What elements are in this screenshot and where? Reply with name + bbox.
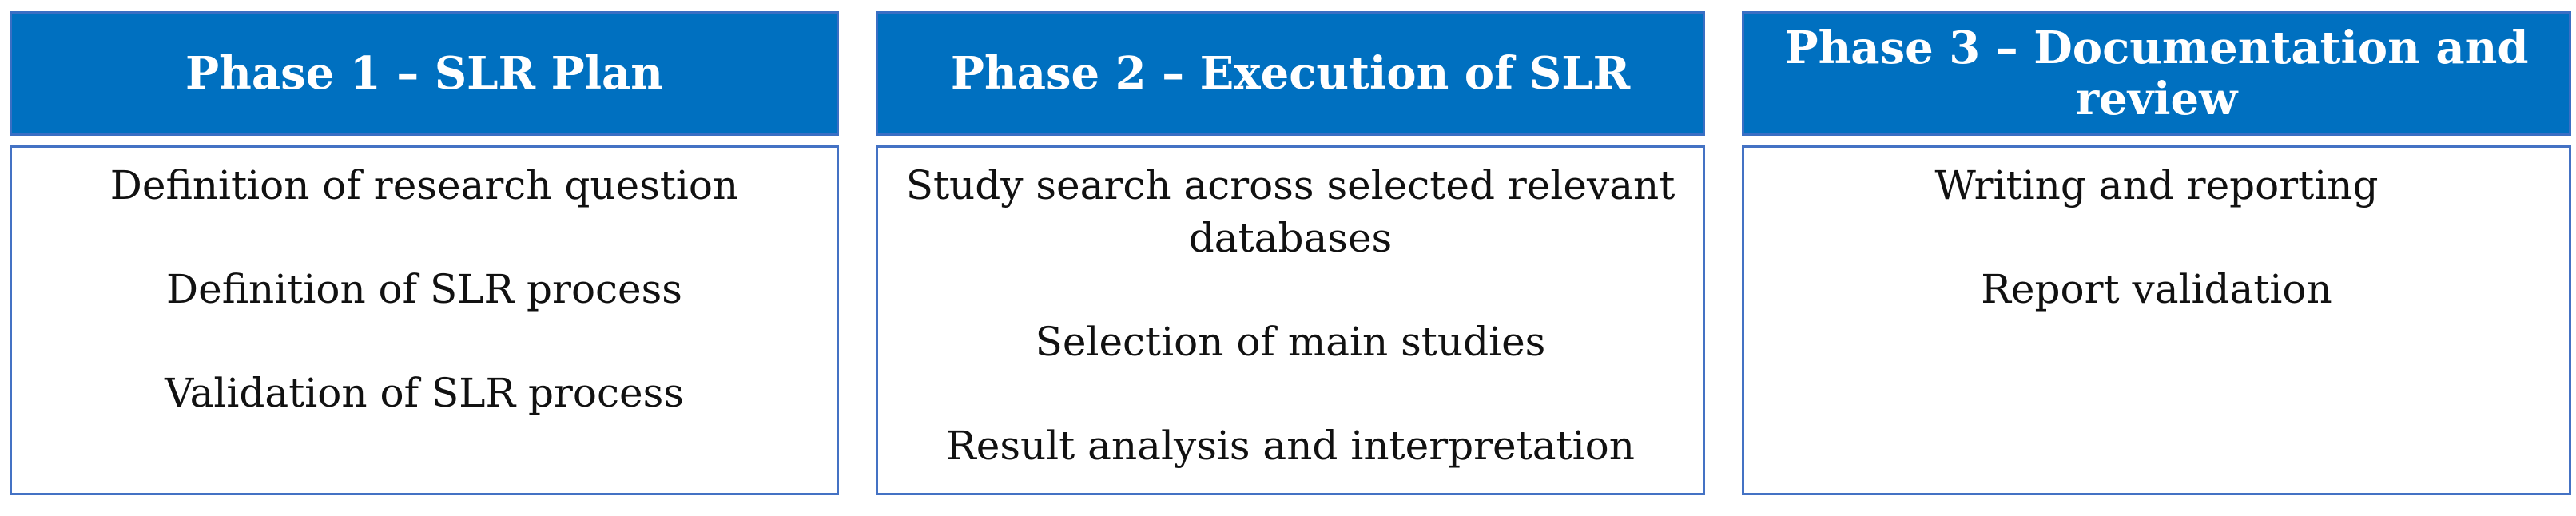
phase-1-item: Definition of research question <box>109 162 739 208</box>
phase-1-item: Definition of SLR process <box>166 266 682 312</box>
phase-3-item: Writing and reporting <box>1934 162 2379 208</box>
phase-3-body: Writing and reporting Report validation <box>1742 145 2571 495</box>
phase-1-body: Definition of research question Definiti… <box>10 145 839 495</box>
phase-2-header: Phase 2 – Execution of SLR <box>876 11 1705 136</box>
phase-3-item-list: Writing and reporting Report validation <box>1763 159 2550 316</box>
phase-2-item: Result analysis and interpretation <box>946 423 1635 469</box>
phase-1-item: Validation of SLR process <box>165 370 684 416</box>
phase-3-item: Report validation <box>1981 266 2332 312</box>
phase-3-header: Phase 3 – Documentation and review <box>1742 11 2571 136</box>
phase-2-body: Study search across selected relevant da… <box>876 145 1705 495</box>
phase-3-column: Phase 3 – Documentation and review Writi… <box>1742 11 2571 495</box>
phase-2-item-list: Study search across selected relevant da… <box>897 159 1684 472</box>
phase-1-column: Phase 1 – SLR Plan Definition of researc… <box>10 11 839 495</box>
phase-2-item: Selection of main studies <box>1035 319 1546 365</box>
phase-1-item-list: Definition of research question Definiti… <box>31 159 817 419</box>
phase-1-header: Phase 1 – SLR Plan <box>10 11 839 136</box>
phase-2-item: Study search across selected relevant da… <box>905 162 1676 261</box>
phase-2-column: Phase 2 – Execution of SLR Study search … <box>876 11 1705 495</box>
